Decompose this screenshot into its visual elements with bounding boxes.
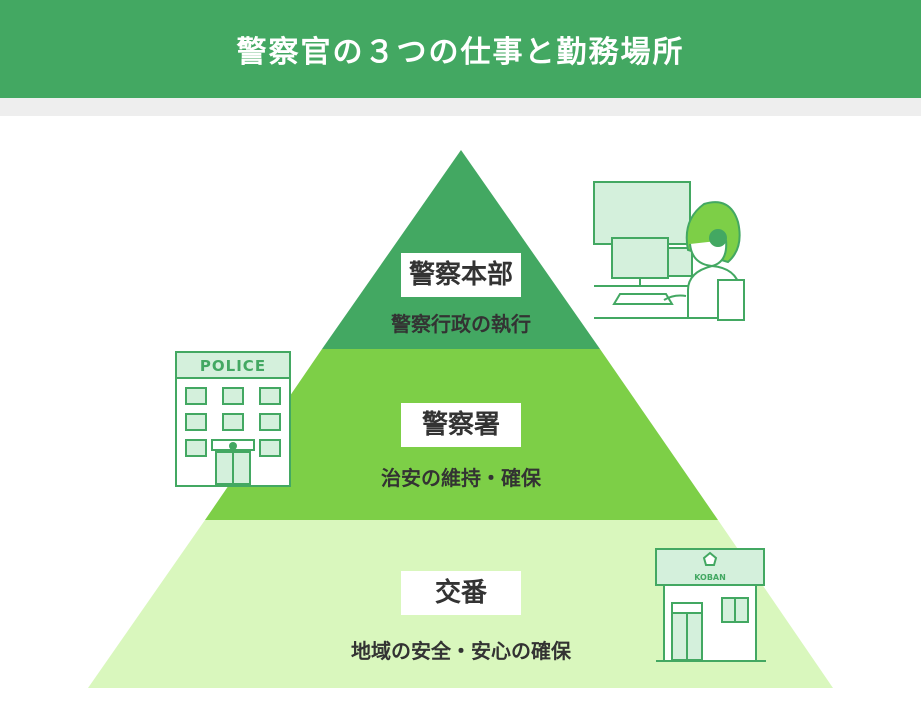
koban-icon [655,548,766,662]
tier-top-role: 警察行政の執行 [391,312,531,336]
tier-top-name: 警察本部 [401,253,521,297]
tier-middle-role: 治安の維持・確保 [381,466,541,490]
koban-sign: KOBAN [694,573,726,582]
header-bar: 警察官の３つの仕事と勤務場所 [0,0,921,98]
tier-bottom-role: 地域の安全・安心の確保 [351,639,571,663]
police-station-icon [175,351,291,487]
headquarters-operator-icon [593,181,745,321]
police-sign: POLICE [200,357,266,375]
header-divider [0,98,921,116]
page-title: 警察官の３つの仕事と勤務場所 [236,35,685,70]
tier-bottom-name: 交番 [401,571,521,615]
tier-middle-name: 警察署 [401,403,521,447]
tier-top [322,150,600,349]
